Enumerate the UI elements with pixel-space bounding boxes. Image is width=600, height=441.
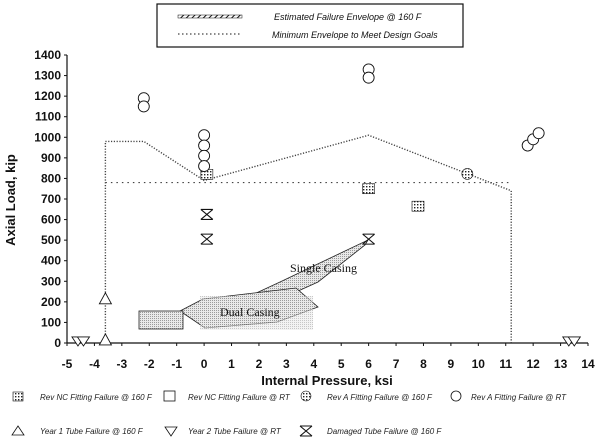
y-tick-label: 1400	[34, 48, 61, 62]
legend-label: Year 1 Tube Failure @ 160 F	[40, 427, 144, 436]
legend-label: Year 2 Tube Failure @ RT	[188, 427, 282, 436]
marker-open-triangle-down	[567, 336, 582, 347]
x-tick-label: 1	[228, 357, 235, 371]
y-tick-label: 200	[41, 295, 61, 309]
x-tick-label: 7	[393, 357, 400, 371]
legend-item-damaged-tube-160f: Damaged Tube Failure @ 160 F	[299, 425, 442, 437]
marker-open-circle	[362, 71, 375, 84]
y-tick-label: 1100	[35, 110, 61, 124]
x-tick-label: 0	[201, 357, 208, 371]
x-tick-label: -3	[117, 357, 128, 371]
legend-label: Rev NC Fitting Failure @ RT	[188, 393, 291, 402]
x-tick-label: -5	[62, 357, 73, 371]
legend-label: Rev NC Fitting Failure @ 160 F	[40, 393, 153, 402]
y-ticks: 0 100 200 300 400 500 600 700 800 900 1000 1100 1200…	[34, 48, 67, 350]
legend-label: Damaged Tube Failure @ 160 F	[327, 427, 442, 436]
y-tick-label: 0	[54, 336, 61, 350]
x-tick-label: 11	[499, 357, 512, 371]
x-tick-label: 14	[581, 357, 595, 371]
y-tick-label: 400	[41, 254, 61, 268]
marker-x-cross	[200, 233, 214, 245]
y-tick-label: 900	[41, 151, 61, 165]
marker-open-circle	[532, 127, 545, 140]
top-legend: Estimated Failure Envelope @ 160 F Minim…	[156, 3, 464, 48]
y-axis-label: Axial Load, kip	[3, 154, 18, 246]
marker-open-circle	[198, 129, 211, 142]
top-legend-hatched-swatch	[177, 14, 243, 19]
legend-marker-x-cross	[299, 425, 313, 437]
x-tick-label: -2	[144, 357, 155, 371]
x-tick-label: -4	[89, 357, 100, 371]
x-tick-label: 6	[365, 357, 372, 371]
legend-marker-filled-circle	[300, 390, 312, 402]
x-tick-label: 4	[310, 357, 317, 371]
marker-open-circle	[198, 139, 211, 152]
legend-item-rev-a-160f: Rev A Fitting Failure @ 160 F	[300, 390, 433, 402]
envelope-lines	[104, 134, 512, 343]
y-tick-label: 1000	[34, 130, 61, 144]
dual-casing-block	[138, 310, 184, 330]
marker-open-circle	[137, 100, 150, 113]
y-tick-label: 100	[41, 315, 61, 329]
x-tick-label: -1	[171, 357, 182, 371]
estimated-failure-envelope	[104, 134, 512, 343]
legend-item-rev-a-rt: Rev A Fitting Failure @ RT	[450, 390, 567, 402]
marker-x-cross	[362, 233, 375, 245]
x-tick-label: 13	[554, 357, 568, 371]
data-markers	[71, 63, 582, 347]
y-tick-label: 300	[41, 274, 61, 288]
annotation-single-casing: Single Casing	[290, 261, 357, 275]
y-tick-label: 700	[41, 192, 61, 206]
marker-x-cross	[200, 208, 214, 220]
legend-item-year2-rt: Year 2 Tube Failure @ RT	[164, 426, 282, 437]
x-tick-label: 2	[256, 357, 263, 371]
legend-item-rev-nc-160f: Rev NC Fitting Failure @ 160 F	[12, 391, 153, 402]
legend-item-year1-160f: Year 1 Tube Failure @ 160 F	[11, 425, 144, 436]
legend-marker-open-triangle-down	[164, 426, 178, 437]
y-tick-label: 800	[41, 171, 61, 185]
y-tick-label: 600	[41, 213, 61, 227]
casing-regions: Single Casing Dual Casing	[138, 239, 370, 330]
top-legend-label-2: Minimum Envelope to Meet Design Goals	[272, 30, 438, 40]
x-tick-label: 8	[420, 357, 427, 371]
x-tick-label: 12	[526, 357, 540, 371]
x-tick-label: 5	[338, 357, 345, 371]
y-tick-label: 500	[41, 233, 61, 247]
top-legend-box	[156, 3, 464, 48]
marker-filled-circle	[461, 168, 474, 180]
legend-marker-filled-square	[12, 391, 24, 402]
legend-item-rev-nc-rt: Rev NC Fitting Failure @ RT	[163, 390, 291, 402]
marker-filled-square	[411, 200, 425, 212]
marker-filled-square	[362, 183, 375, 195]
x-tick-label: 3	[283, 357, 290, 371]
y-tick-label: 1300	[34, 69, 61, 83]
marker-open-circle	[198, 160, 211, 173]
marker-open-triangle-up	[98, 333, 113, 346]
marker-open-circle	[198, 149, 211, 162]
annotation-dual-casing: Dual Casing	[220, 305, 280, 319]
x-tick-label: 9	[448, 357, 455, 371]
legend-marker-open-circle	[450, 390, 462, 402]
dual-casing-shadow	[200, 296, 313, 330]
legend-marker-open-square	[163, 390, 176, 402]
y-tick-label: 1200	[34, 89, 61, 103]
bottom-legend: Rev NC Fitting Failure @ 160 F Rev NC Fi…	[11, 390, 567, 437]
x-tick-label: 10	[472, 357, 486, 371]
legend-label: Rev A Fitting Failure @ 160 F	[327, 393, 433, 402]
marker-open-triangle-up	[98, 291, 113, 305]
marker-open-triangle-down	[76, 336, 91, 347]
legend-marker-open-triangle-up	[11, 425, 25, 436]
top-legend-label-1: Estimated Failure Envelope @ 160 F	[274, 12, 422, 22]
x-axis-label: Internal Pressure, ksi	[261, 373, 393, 388]
legend-label: Rev A Fitting Failure @ RT	[471, 393, 567, 402]
